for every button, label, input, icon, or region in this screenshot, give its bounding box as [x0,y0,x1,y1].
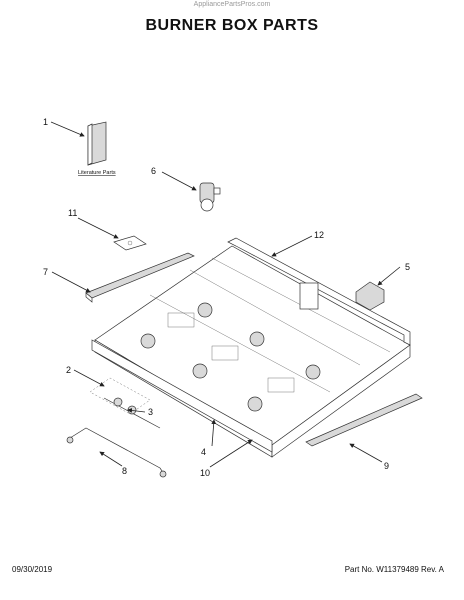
manifold-assembly [89,377,161,429]
small-bracket-part [113,235,147,251]
valve-part [199,182,221,212]
callout-2: 2 [66,365,71,375]
callout-3: 3 [148,407,153,417]
callout-6: 6 [151,166,156,176]
callout-1: 1 [43,117,48,127]
footer-part-info: Part No. W11379489 Rev. A [344,565,444,574]
gas-tube-part [66,427,167,478]
callout-5: 5 [405,262,410,272]
literature-parts-label: Literature Parts [78,170,116,176]
callout-10: 10 [200,468,210,478]
front-rail-part [305,393,423,447]
page-title: BURNER BOX PARTS [145,17,319,34]
callout-7: 7 [43,267,48,277]
rail-part [85,252,195,303]
callout-8: 8 [122,466,127,476]
callout-4: 4 [201,447,206,457]
callout-9: 9 [384,461,389,471]
front-panel-strip [91,339,273,453]
footer-date: 09/30/2019 [12,565,53,574]
literature-parts-booklet [87,121,107,166]
callout-11: 11 [68,208,77,218]
watermark: AppliancePartsPros.com [193,1,271,8]
burner-set [140,302,321,412]
corner-bracket-part [355,281,385,311]
callout-12: 12 [314,230,324,240]
